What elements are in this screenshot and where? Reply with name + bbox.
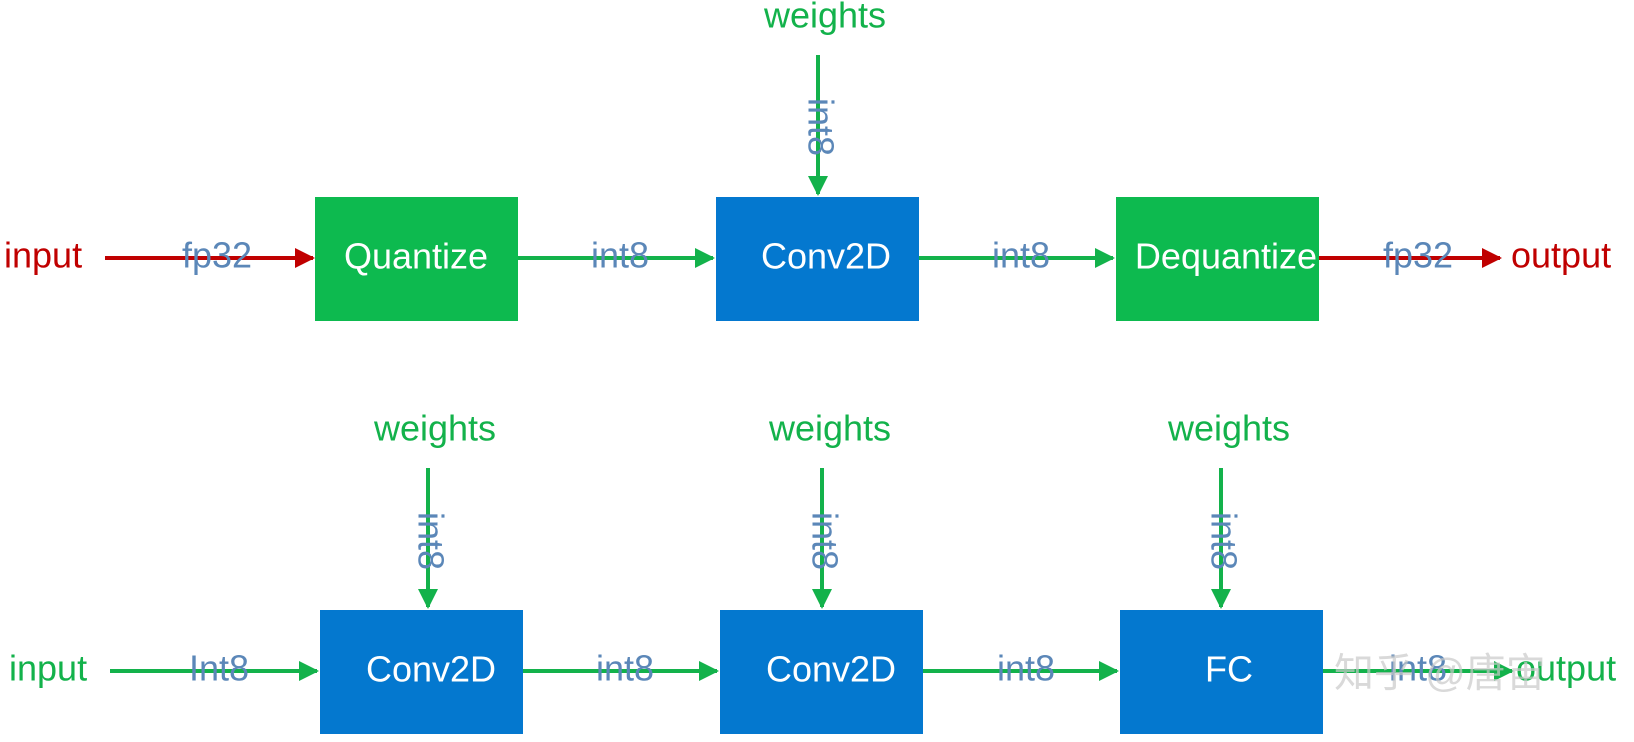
top-edge-label-int8-2: int8: [992, 235, 1050, 276]
bottom-weights-label-1: weights: [373, 408, 496, 449]
dequantize-box: [1116, 197, 1319, 321]
bottom-conv2d-label-2: Conv2D: [766, 649, 896, 690]
top-pipeline: input fp32 Quantize int8 Conv2D weights …: [4, 0, 1611, 321]
bottom-edge-label-Int8-in: Int8: [189, 648, 249, 689]
bottom-weights-label-3: weights: [1167, 408, 1290, 449]
quantize-label: Quantize: [344, 236, 488, 277]
top-conv2d-box: [716, 197, 919, 321]
bottom-input-label: input: [9, 648, 87, 689]
bottom-conv2d-label-1: Conv2D: [366, 649, 496, 690]
top-conv2d-label: Conv2D: [761, 236, 891, 277]
bottom-weights-label-2: weights: [768, 408, 891, 449]
top-weights-label: weights: [763, 0, 886, 36]
top-edge-label-fp32-out: fp32: [1383, 235, 1453, 276]
top-output-label: output: [1511, 235, 1611, 276]
bottom-conv2d-box-2: [720, 610, 923, 734]
bottom-edge-label-int8-2: int8: [997, 648, 1055, 689]
bottom-weights-edge-label-2: int8: [804, 512, 845, 570]
watermark: 知乎 @唐宙: [1334, 652, 1546, 696]
dequantize-label: Dequantize: [1135, 236, 1317, 277]
top-edge-label-fp32-in: fp32: [182, 235, 252, 276]
top-input-label: input: [4, 235, 82, 276]
bottom-weights-edge-label-1: int8: [410, 512, 451, 570]
bottom-weights-edge-label-3: int8: [1203, 512, 1244, 570]
quantize-box: [315, 197, 518, 321]
bottom-edge-label-int8-1: int8: [596, 648, 654, 689]
bottom-pipeline: input Int8 Conv2D weights int8 int8 Conv…: [9, 408, 1616, 734]
fc-box: [1120, 610, 1323, 734]
top-edge-label-int8-1: int8: [591, 235, 649, 276]
bottom-conv2d-box-1: [320, 610, 523, 734]
fc-label: FC: [1205, 649, 1253, 690]
top-weights-edge-label: int8: [800, 98, 841, 156]
bottom-output-label: output: [1516, 648, 1616, 689]
bottom-edge-label-int8-out: int8: [1389, 648, 1447, 689]
